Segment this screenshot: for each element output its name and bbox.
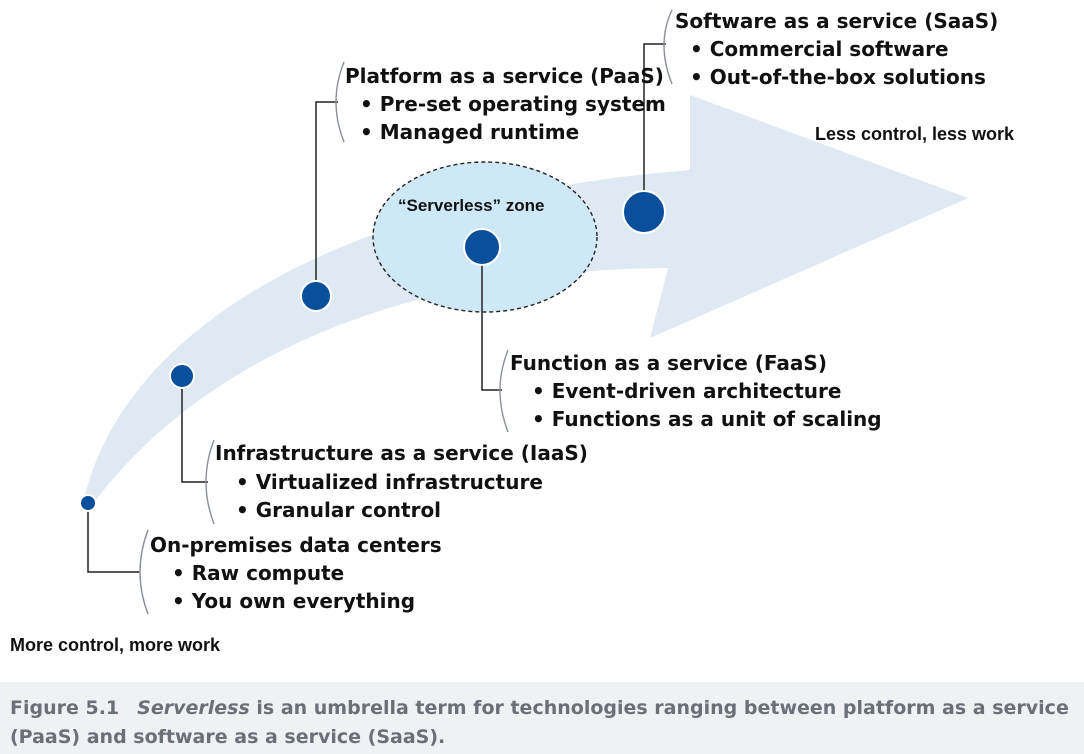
label-brackets xyxy=(139,9,673,615)
stage-bullet: • Granular control xyxy=(236,498,441,522)
stage-bullet: • Out-of-the-box solutions xyxy=(690,65,986,89)
iaas-dot xyxy=(169,363,195,389)
stage-bullet: • You own everything xyxy=(172,589,415,613)
on-premises-dot xyxy=(79,494,97,512)
less-control-label: Less control, less work xyxy=(815,124,1015,144)
control-spectrum-arrow xyxy=(84,95,968,505)
stage-title: Platform as a service (PaaS) xyxy=(345,64,664,88)
stage-bullet: • Virtualized infrastructure xyxy=(236,470,543,494)
stage-title: On-premises data centers xyxy=(150,533,442,557)
connector-lines xyxy=(87,43,666,573)
serverless-zone-label: “Serverless” zone xyxy=(398,196,544,215)
caption-background xyxy=(0,682,1084,754)
stage-paas: Platform as a service (PaaS) • Pre-set o… xyxy=(345,64,666,144)
stage-iaas: Infrastructure as a service (IaaS) • Vir… xyxy=(215,441,588,522)
stage-bullet: • Raw compute xyxy=(172,561,344,585)
stage-title: Function as a service (FaaS) xyxy=(510,351,827,375)
stage-bullet: • Managed runtime xyxy=(360,120,579,144)
service-spectrum-diagram: “Serverless” zone Less control, less wor… xyxy=(10,9,1015,655)
stage-saas: Software as a service (SaaS) • Commercia… xyxy=(675,9,998,89)
caption-term: Serverless xyxy=(137,697,250,719)
stage-title: Infrastructure as a service (IaaS) xyxy=(215,441,588,465)
stage-faas: Function as a service (FaaS) • Event-dri… xyxy=(510,351,882,431)
faas-dot xyxy=(463,228,501,266)
saas-dot xyxy=(622,190,666,234)
figure-number: Figure 5.1 xyxy=(10,697,120,719)
paas-dot xyxy=(300,280,332,312)
stage-bullet: • Event-driven architecture xyxy=(532,379,841,403)
stage-bullet: • Pre-set operating system xyxy=(360,92,666,116)
stage-bullet: • Commercial software xyxy=(690,37,949,61)
figure-caption: Figure 5.1 Serverless is an umbrella term… xyxy=(10,694,1080,752)
caption-text: is an umbrella term for technologies ran… xyxy=(10,697,1069,748)
stage-title: Software as a service (SaaS) xyxy=(675,9,998,33)
more-control-label: More control, more work xyxy=(10,635,221,655)
stage-on-premises: On-premises data centers • Raw compute •… xyxy=(150,533,442,613)
stage-bullet: • Functions as a unit of scaling xyxy=(532,407,882,431)
